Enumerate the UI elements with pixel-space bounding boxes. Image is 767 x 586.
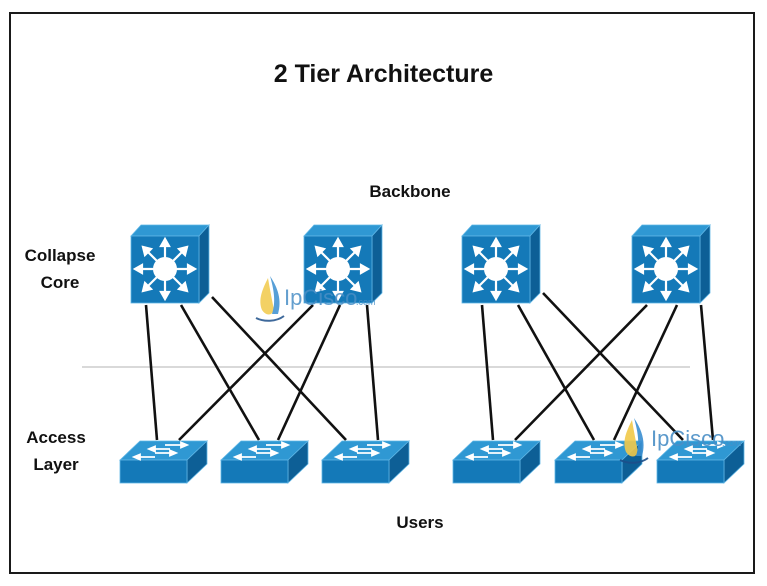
access-layer-label-line1: Access	[26, 428, 86, 447]
watermark-ipcisco-1: IpCisco .com	[255, 276, 376, 322]
core-switch-1	[129, 223, 211, 305]
watermark-suffix: .com	[722, 438, 742, 448]
access-switch-3	[321, 440, 410, 484]
access-switch-1	[119, 440, 208, 484]
access-switch-4	[452, 440, 541, 484]
watermark-brand: IpCisco	[651, 426, 724, 451]
link-core-4-access-4	[514, 304, 648, 441]
access-layer-label-line2: Layer	[33, 455, 79, 474]
core-switch-3	[460, 223, 542, 305]
link-core-4-access-5	[612, 304, 679, 441]
sail-logo-icon	[619, 418, 649, 464]
users-label: Users	[396, 513, 444, 532]
link-core-2-access-1	[178, 304, 314, 441]
link-core-3-access-6	[542, 292, 684, 441]
access-layer-label: Access Layer	[8, 424, 104, 478]
link-core-3-access-4	[480, 304, 495, 441]
watermark-brand: IpCisco	[284, 285, 357, 310]
link-core-2-access-3	[365, 304, 380, 441]
core-switch-4	[630, 223, 712, 305]
collapse-core-label-line1: Collapse	[24, 246, 96, 265]
watermark-ipcisco-2: IpCisco .com	[619, 418, 742, 464]
links-layer	[144, 292, 715, 441]
sail-logo-icon	[255, 276, 285, 322]
diagram-title: 2 Tier Architecture	[273, 60, 494, 88]
access-switch-2	[220, 440, 309, 484]
collapse-core-label: Collapse Core	[12, 242, 108, 296]
collapse-core-label-line2: Core	[40, 273, 80, 292]
backbone-label: Backbone	[369, 182, 451, 201]
link-core-1-access-3	[211, 296, 347, 441]
link-core-2-access-2	[276, 304, 342, 441]
link-core-4-access-6	[699, 304, 715, 441]
link-core-1-access-2	[179, 304, 261, 441]
link-core-1-access-1	[144, 304, 159, 441]
link-core-3-access-5	[516, 304, 596, 441]
watermark-suffix: .com	[356, 297, 376, 307]
